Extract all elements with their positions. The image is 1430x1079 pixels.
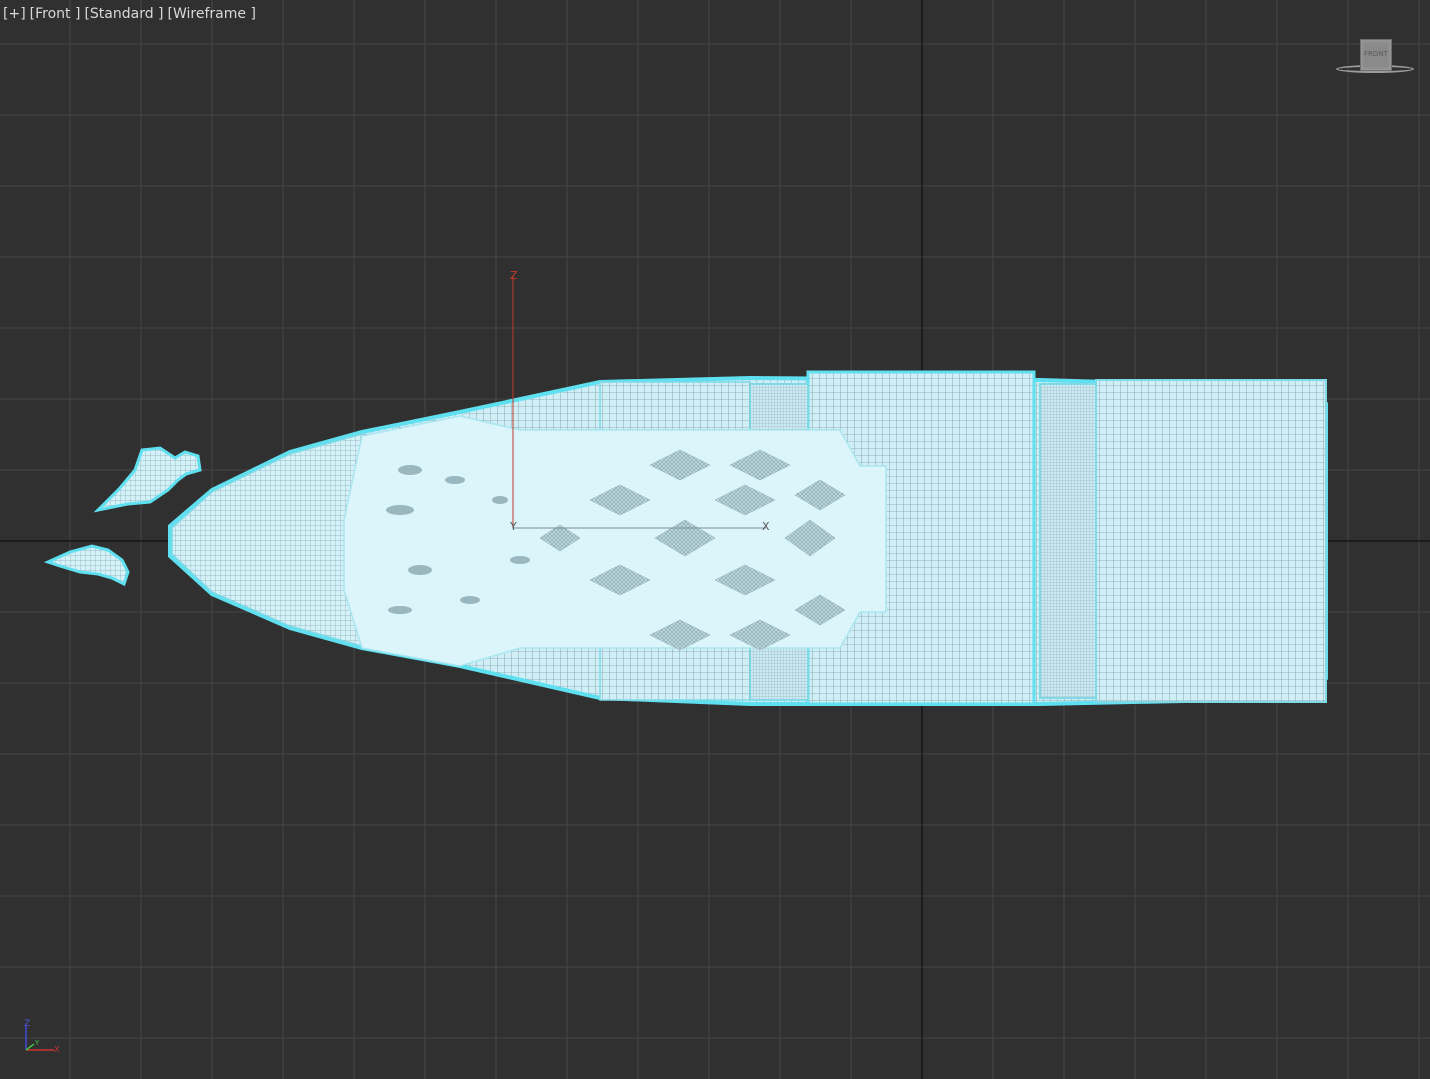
- gizmo-z-label: Z: [510, 269, 518, 282]
- transform-gizmo[interactable]: Z X Y: [509, 269, 770, 533]
- gizmo-y-label: Y: [509, 520, 517, 533]
- world-axis-tripod-icon: Z X Y: [24, 1019, 60, 1054]
- viewcube-front-face[interactable]: FRONT: [1360, 39, 1392, 71]
- viewport-plus-menu[interactable]: [+]: [3, 6, 26, 22]
- viewport-point-of-view-menu[interactable]: [Front ]: [29, 6, 81, 22]
- small-craft-upper[interactable]: [93, 446, 202, 513]
- viewport-shading-style-menu[interactable]: [Standard ]: [84, 6, 164, 22]
- corner-axis-x-label: X: [54, 1045, 60, 1054]
- viewport-label-menu: [+] [Front ] [Standard ] [Wireframe ]: [3, 6, 256, 22]
- small-craft-lower[interactable]: [43, 544, 130, 587]
- viewcube-icon[interactable]: FRONT: [1336, 36, 1416, 80]
- viewport-display-mode-menu[interactable]: [Wireframe ]: [167, 6, 256, 22]
- ship-hull[interactable]: [168, 370, 1328, 706]
- corner-axis-z-label: Z: [24, 1019, 30, 1029]
- corner-axis-y-label: Y: [34, 1039, 40, 1047]
- gizmo-x-label: X: [762, 520, 770, 533]
- viewcube-face-label: FRONT: [1364, 50, 1388, 58]
